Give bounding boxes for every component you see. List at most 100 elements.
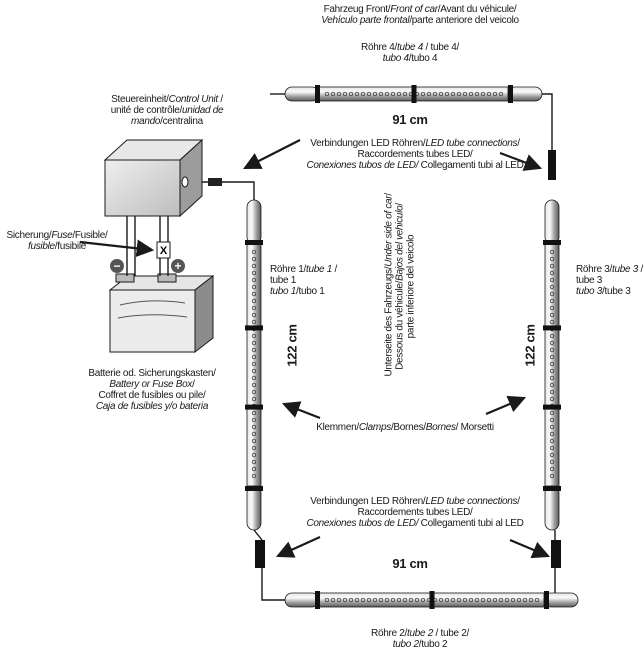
- clamp: [315, 85, 320, 103]
- led-dot: [549, 396, 555, 402]
- tube-1: [245, 199, 263, 531]
- led-dot: [549, 305, 555, 311]
- led-dot: [408, 597, 414, 603]
- led-dot: [549, 452, 555, 458]
- led-dot: [251, 424, 257, 430]
- clamp: [508, 85, 513, 103]
- led-dot: [251, 347, 257, 353]
- led-dot: [432, 91, 438, 97]
- led-dot: [549, 459, 555, 465]
- length-top: 91 cm: [392, 112, 428, 127]
- led-dot: [251, 473, 257, 479]
- tube-1-label: Röhre 1/tube 1 / tube 1 tubo 1/tubo 1: [270, 264, 337, 297]
- clamp: [411, 85, 417, 103]
- led-dot: [468, 597, 474, 603]
- led-dot: [251, 466, 257, 472]
- led-dot: [498, 91, 504, 97]
- led-dot: [251, 459, 257, 465]
- led-dot: [360, 597, 366, 603]
- led-dot: [251, 263, 257, 269]
- led-dot: [474, 91, 480, 97]
- led-dot: [354, 597, 360, 603]
- tube-end-cap: [284, 592, 320, 608]
- clamp: [315, 591, 320, 609]
- led-dot: [251, 298, 257, 304]
- led-dot: [426, 91, 432, 97]
- connector-plug: [548, 150, 556, 180]
- led-dot: [549, 410, 555, 416]
- led-dot: [549, 368, 555, 374]
- tube-end-cap: [246, 199, 262, 245]
- led-dot: [474, 597, 480, 603]
- fuse-box: [156, 241, 171, 259]
- clamp: [543, 404, 561, 410]
- led-dot: [402, 597, 408, 603]
- battery: [108, 259, 215, 354]
- led-dot: [251, 277, 257, 283]
- clamp: [543, 325, 561, 331]
- led-dot: [438, 597, 444, 603]
- led-dot: [251, 431, 257, 437]
- led-dot: [549, 361, 555, 367]
- led-dot: [348, 91, 354, 97]
- led-dot: [402, 91, 408, 97]
- connections-bottom-label: Verbindungen LED Röhren/LED tube connect…: [306, 496, 524, 529]
- led-dot: [366, 91, 372, 97]
- battery-minus: −: [113, 259, 120, 273]
- led-dot: [251, 249, 257, 255]
- led-dot: [450, 91, 456, 97]
- led-dot: [251, 284, 257, 290]
- clamp: [245, 325, 263, 331]
- led-dot: [504, 597, 510, 603]
- battery-leads: [126, 216, 169, 276]
- led-dot: [372, 91, 378, 97]
- clamp: [245, 404, 263, 410]
- led-dot: [456, 91, 462, 97]
- fuse-label: Sicherung/Fuse/Fusible/ fusible/fusibile: [6, 230, 108, 252]
- led-dot: [330, 597, 336, 603]
- led-dot: [330, 91, 336, 97]
- underside-label: Unterseite des Fahrzeugs/Under side of c…: [383, 193, 417, 377]
- led-dot: [549, 291, 555, 297]
- clamp: [429, 591, 435, 609]
- led-dot: [549, 466, 555, 472]
- led-dot: [420, 91, 426, 97]
- tube-end-cap: [284, 86, 320, 102]
- led-dot: [384, 91, 390, 97]
- led-dot: [360, 91, 366, 97]
- led-dot: [444, 597, 450, 603]
- led-dot: [251, 417, 257, 423]
- led-dot: [348, 597, 354, 603]
- led-dot: [251, 368, 257, 374]
- led-dot: [549, 473, 555, 479]
- tube-end-cap: [543, 592, 579, 608]
- led-dot: [480, 597, 486, 603]
- tube-end-cap: [246, 485, 262, 531]
- led-dot: [549, 298, 555, 304]
- led-dot: [549, 263, 555, 269]
- led-dot: [414, 597, 420, 603]
- clamp: [543, 240, 561, 245]
- led-dot: [549, 319, 555, 325]
- led-dot: [549, 431, 555, 437]
- led-dot: [549, 445, 555, 451]
- led-dot: [528, 597, 534, 603]
- led-dot: [336, 91, 342, 97]
- control-unit-box: [103, 138, 222, 218]
- led-dot: [522, 597, 528, 603]
- pointer-arrows: [79, 139, 551, 559]
- led-dot: [251, 305, 257, 311]
- led-dot: [549, 270, 555, 276]
- led-dot: [549, 375, 555, 381]
- led-dot: [251, 270, 257, 276]
- tube-4: [284, 85, 543, 103]
- led-dot: [251, 389, 257, 395]
- led-dot: [324, 91, 330, 97]
- led-dot: [251, 382, 257, 388]
- led-dot: [549, 417, 555, 423]
- led-dot: [549, 438, 555, 444]
- led-dot: [372, 597, 378, 603]
- led-dot: [549, 424, 555, 430]
- led-dot: [251, 333, 257, 339]
